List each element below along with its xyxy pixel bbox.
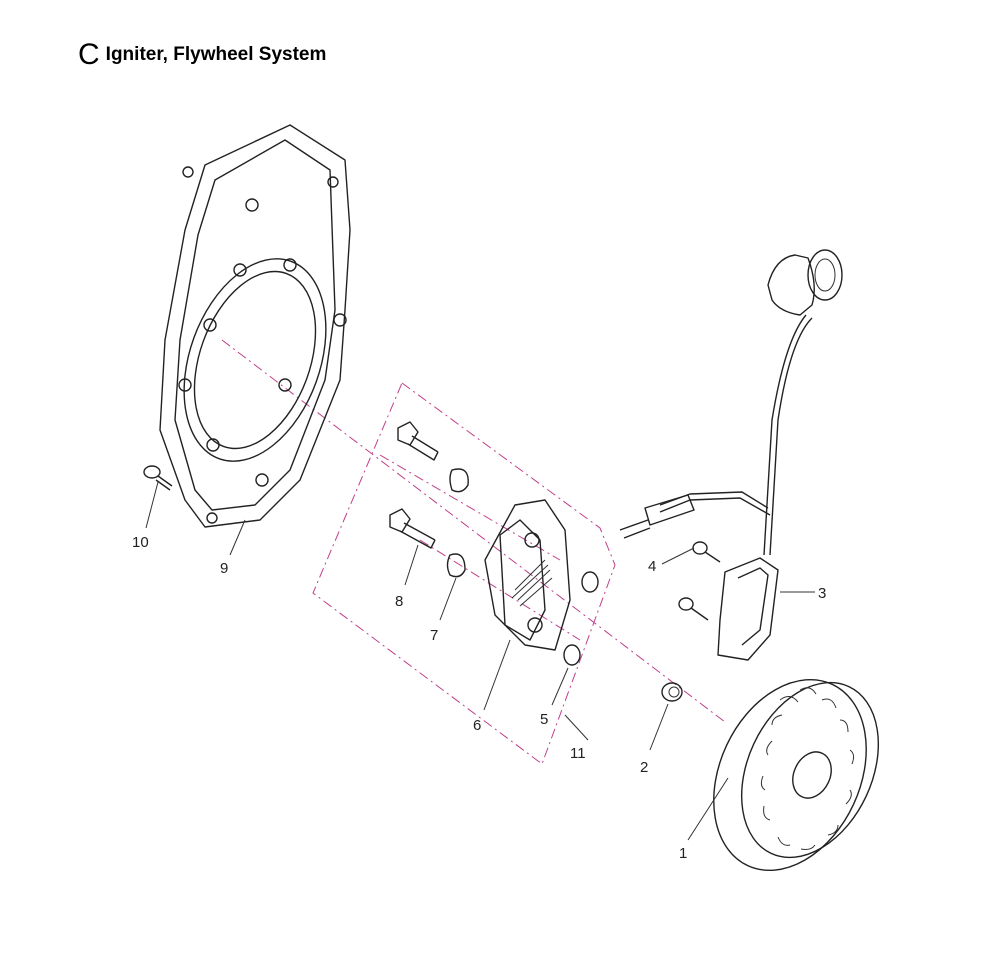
- washer-lower: [563, 644, 581, 666]
- bolt-axis-upper: [379, 454, 561, 561]
- callout-1: 1: [679, 845, 687, 862]
- callout-11: 11: [570, 745, 586, 762]
- clutch-bolts: [389, 421, 439, 549]
- flywheel: [713, 678, 880, 872]
- clutch-shoes: [484, 499, 571, 651]
- callout-3: 3: [818, 585, 826, 602]
- callout-8: 8: [395, 593, 403, 610]
- callout-4: 4: [648, 558, 656, 575]
- center-axis-line: [221, 339, 726, 723]
- clutch-washers: [446, 468, 469, 578]
- fan-housing: [159, 124, 351, 528]
- callout-7: 7: [430, 627, 438, 644]
- callout-2: 2: [640, 759, 648, 776]
- callout-6: 6: [473, 717, 481, 734]
- callout-10: 10: [132, 534, 149, 551]
- washer-upper: [581, 571, 599, 593]
- section-letter: C: [78, 38, 100, 71]
- coil-screws: [678, 541, 721, 621]
- callout-9: 9: [220, 560, 228, 577]
- callout-leaders: [145, 481, 815, 841]
- callout-5: 5: [540, 711, 548, 728]
- ignition-coil: [619, 249, 843, 661]
- section-name: Igniter, Flywheel System: [105, 44, 327, 65]
- clutch-assembly-boundary: [312, 382, 616, 765]
- housing-screw: [143, 465, 173, 491]
- flywheel-nut: [661, 682, 683, 702]
- bolt-axis-lower: [419, 539, 581, 641]
